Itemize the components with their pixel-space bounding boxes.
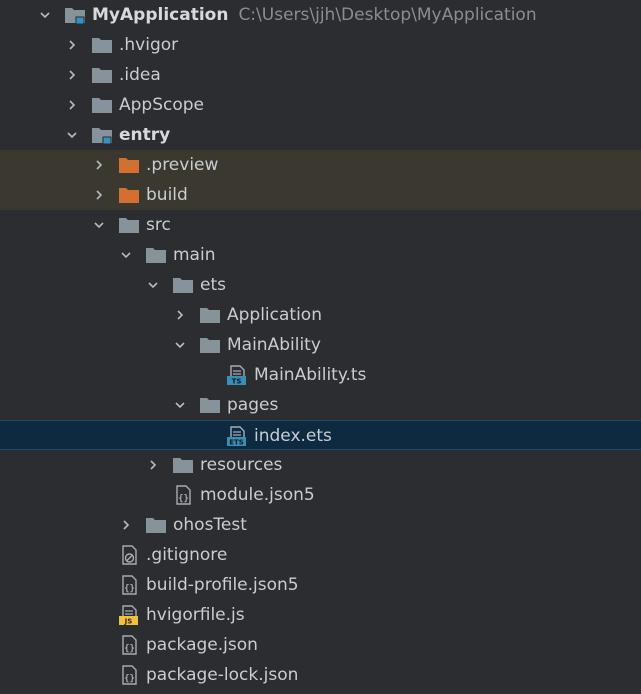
tree-row[interactable]: AppScope [0,90,641,120]
ts-file-icon: TS [226,365,248,385]
tree-item-label: entry [119,125,171,145]
tree-item-label: ohosTest [173,515,247,535]
svg-text:{}: {} [124,644,135,654]
svg-text:ETS: ETS [229,438,244,446]
svg-text:{}: {} [124,674,135,684]
folder-icon [199,305,221,325]
chevron-down-icon[interactable] [173,398,187,412]
folder-icon [91,65,113,85]
folder-icon [199,335,221,355]
chevron-right-icon[interactable] [65,98,79,112]
js-file-icon: JS [118,605,140,625]
tree-row[interactable]: JS hvigorfile.js [0,600,641,630]
chevron-down-icon[interactable] [119,248,133,262]
svg-text:JS: JS [124,617,133,625]
chevron-right-icon[interactable] [65,68,79,82]
tree-row[interactable]: pages [0,390,641,420]
chevron-right-icon[interactable] [173,308,187,322]
chevron-right-icon[interactable] [92,188,106,202]
svg-text:{}: {} [124,584,135,594]
tree-item-label: module.json5 [200,485,315,505]
tree-row[interactable]: resources [0,450,641,480]
tree-item-label: .idea [119,65,161,85]
tree-item-label: src [146,215,171,235]
json-file-icon: {} [118,665,140,685]
tree-item-label: .preview [146,155,219,175]
tree-item-label: .hvigor [119,35,179,55]
project-path: C:\Users\jjh\Desktop\MyApplication [238,5,537,25]
folder-icon [199,395,221,415]
chevron-down-icon[interactable] [92,218,106,232]
svg-text:TS: TS [232,377,242,385]
chevron-right-icon[interactable] [65,38,79,52]
excluded-folder-icon [118,155,140,175]
tree-item-label: index.ets [254,426,332,446]
tree-row[interactable]: TS MainAbility.ts [0,360,641,390]
tree-row[interactable]: .gitignore [0,540,641,570]
json-file-icon: {} [118,575,140,595]
tree-row[interactable]: Application [0,300,641,330]
tree-row[interactable]: ets [0,270,641,300]
excluded-folder-icon [118,185,140,205]
chevron-down-icon[interactable] [173,338,187,352]
json-file-icon: {} [172,485,194,505]
chevron-right-icon[interactable] [119,518,133,532]
tree-item-label: build [146,185,188,205]
chevron-right-icon[interactable] [146,458,160,472]
svg-text:{}: {} [178,494,189,504]
tree-row[interactable]: ETS index.ets [0,420,641,450]
chevron-down-icon[interactable] [65,128,79,142]
folder-icon [91,95,113,115]
folder-icon [172,275,194,295]
folder-icon [172,455,194,475]
chevron-right-icon[interactable] [92,158,106,172]
tree-item-label: .gitignore [146,545,228,565]
chevron-down-icon[interactable] [38,8,52,22]
tree-item-label: resources [200,455,283,475]
tree-row[interactable]: {} package.json [0,630,641,660]
module-folder-icon [64,5,86,25]
chevron-down-icon[interactable] [146,278,160,292]
json-file-icon: {} [118,635,140,655]
tree-item-label: ets [200,275,226,295]
tree-row[interactable]: {} module.json5 [0,480,641,510]
tree-item-label: main [173,245,216,265]
tree-row[interactable]: {} package-lock.json [0,660,641,690]
tree-row[interactable]: .hvigor [0,30,641,60]
folder-icon [145,515,167,535]
tree-row[interactable]: src [0,210,641,240]
tree-item-label: package.json [146,635,258,655]
folder-icon [145,245,167,265]
tree-row[interactable]: build [0,180,641,210]
tree-row[interactable]: entry [0,120,641,150]
tree-item-label: MainAbility.ts [254,365,367,385]
ets-file-icon: ETS [226,426,248,446]
tree-item-label: hvigorfile.js [146,605,245,625]
tree-row[interactable]: ohosTest [0,510,641,540]
folder-icon [91,35,113,55]
module-folder-icon [91,125,113,145]
tree-item-label: pages [227,395,279,415]
tree-row[interactable]: .idea [0,60,641,90]
tree-row[interactable]: {} build-profile.json5 [0,570,641,600]
tree-item-label: AppScope [119,95,204,115]
gitignore-file-icon [118,545,140,565]
tree-row[interactable]: MainAbility [0,330,641,360]
tree-item-label: package-lock.json [146,665,299,685]
tree-item-label: MainAbility [227,335,321,355]
folder-icon [118,215,140,235]
tree-item-label: build-profile.json5 [146,575,299,595]
tree-row[interactable]: main [0,240,641,270]
tree-row[interactable]: .preview [0,150,641,180]
tree-item-label: Application [227,305,322,325]
